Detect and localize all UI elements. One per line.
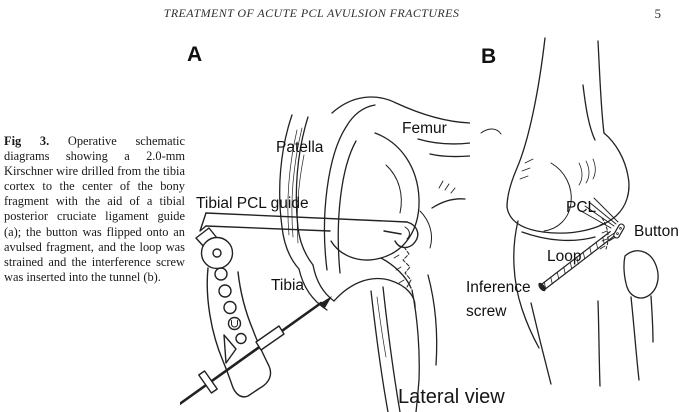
label-tibia: Tibia [271,277,304,294]
cortical-button [613,223,625,239]
lateral-view-label: Lateral view [398,386,505,408]
tibial-pcl-guide-instrument [180,212,419,406]
running-head: TREATMENT OF ACUTE PCL AVULSION FRACTURE… [0,6,683,24]
panel-b-letter: B [481,45,496,68]
panel-a-knee-drawing [279,96,470,412]
figure-caption: Fig 3. Operative schematic diagrams show… [4,134,185,285]
figure-caption-label: Fig 3. [4,134,50,148]
label-femur: Femur [402,120,447,137]
label-button: Button [634,223,679,240]
panel-a-letter: A [187,43,202,66]
label-patella: Patella [276,139,324,156]
pcl-fibers [580,197,619,229]
panel-b-diagram: B PCL Button Loop Inference screw [466,37,679,387]
label-tibial-pcl-guide: Tibial PCL guide [196,195,309,212]
label-pcl: PCL [566,199,597,216]
kirschner-wire [180,301,323,406]
panel-a-diagram: A Patella Femur Tibial PCL guide Tibia [180,43,470,412]
interference-screw [538,231,615,292]
label-loop: Loop [547,248,581,265]
figure-caption-text: Operative schematic diagrams showing a 2… [4,134,185,284]
page-number: 5 [654,6,662,21]
label-screw: screw [466,303,507,320]
panel-b-knee-drawing [480,37,659,387]
running-head-title: TREATMENT OF ACUTE PCL AVULSION FRACTURE… [163,6,460,20]
label-inference: Inference [466,279,531,296]
